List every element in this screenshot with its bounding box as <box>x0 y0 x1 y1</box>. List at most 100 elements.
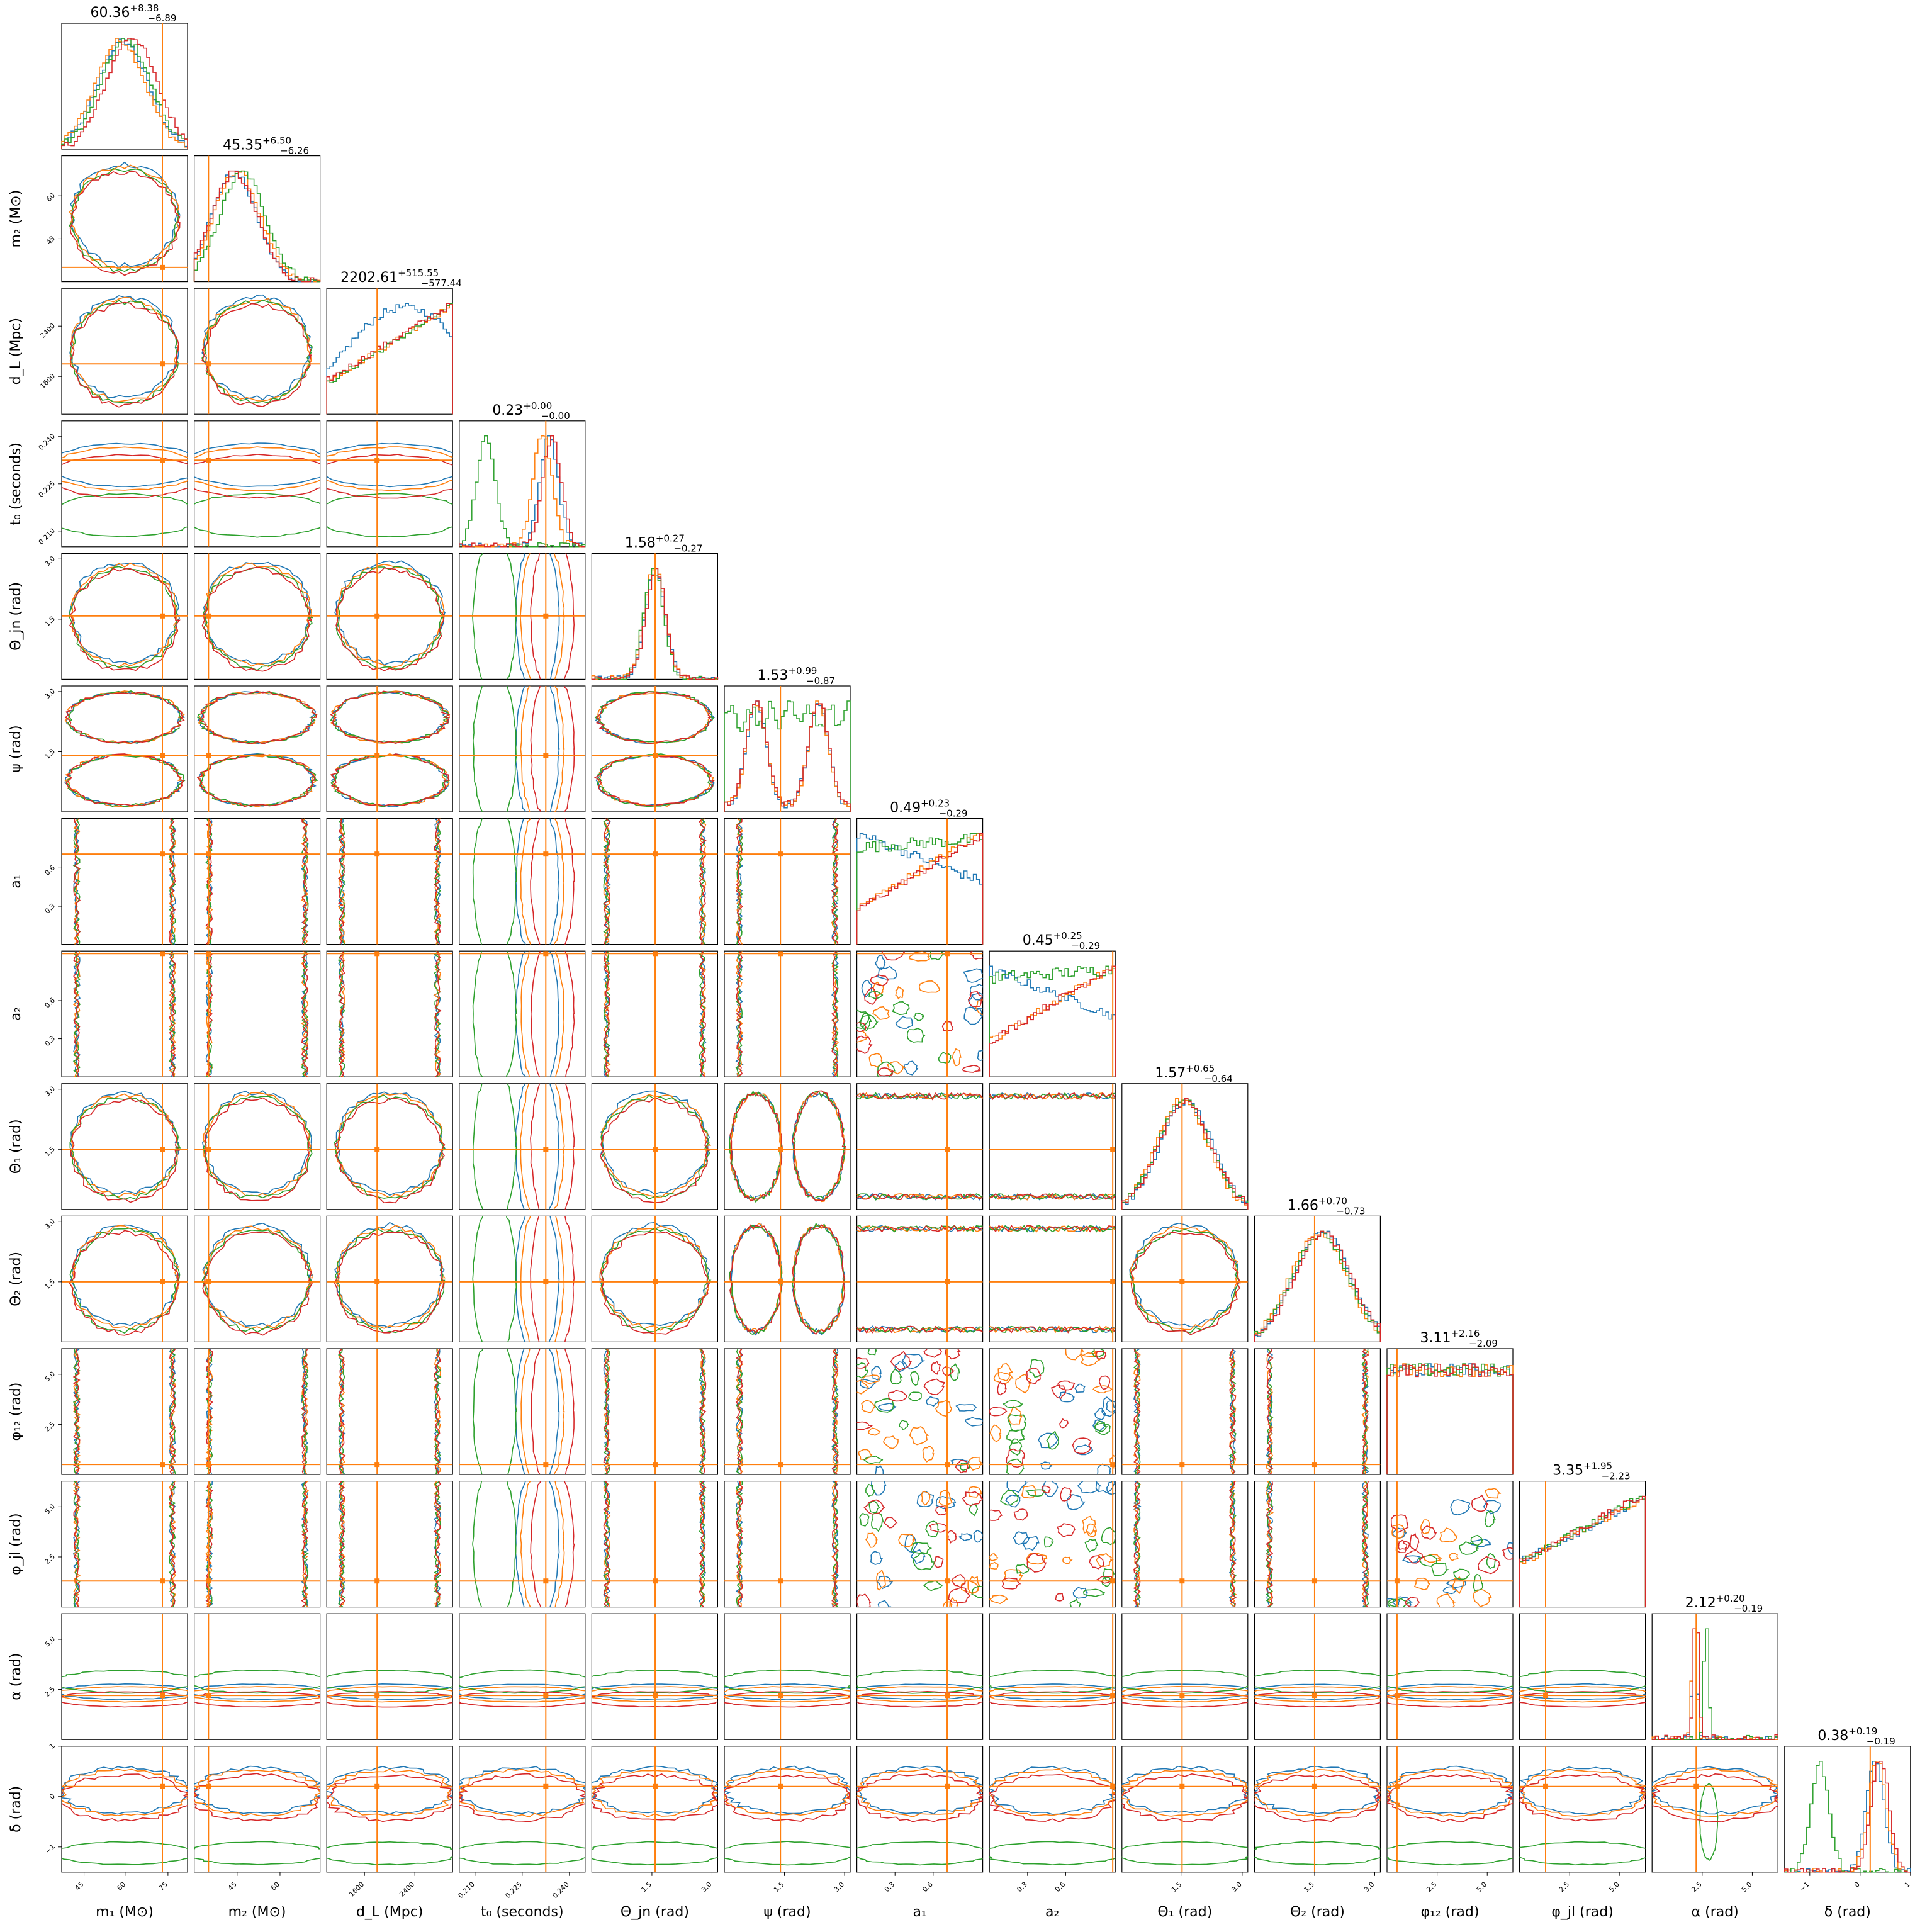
contour-series-1 <box>62 446 188 491</box>
contour-series-0 <box>861 955 983 1076</box>
x-tick-label: 45 <box>74 1880 86 1892</box>
truth-marker <box>1179 1462 1185 1468</box>
panel-frame <box>194 1481 321 1608</box>
panel-t0-a1 <box>459 817 586 945</box>
y-tick-label: 60 <box>45 191 57 203</box>
panel-frame <box>989 1613 1116 1740</box>
x-tick-label: 2.5 <box>1425 1880 1439 1894</box>
y-tick-label: 1.5 <box>43 1278 57 1291</box>
truth-marker <box>160 851 165 857</box>
y-axis-label: a₂ <box>8 1007 24 1021</box>
panel-title-minus: −0.29 <box>1071 940 1100 952</box>
panel-theta_jn-phijl <box>591 1481 719 1608</box>
hist-series-3 <box>459 435 585 548</box>
panel-title: 1.58+0.27 <box>625 532 685 551</box>
panel-frame <box>1254 1613 1381 1740</box>
panel-frame <box>1651 1613 1778 1740</box>
contour-series-0 <box>515 1216 560 1342</box>
panel-m1-theta_jn <box>61 553 188 680</box>
x-tick-label: 0.6 <box>1053 1880 1067 1894</box>
contour-series-3 <box>736 1349 839 1474</box>
truth-marker <box>945 1279 950 1284</box>
contour-series-1 <box>327 446 453 491</box>
truth-marker <box>945 1693 950 1699</box>
x-tick-label: 1.5 <box>772 1880 786 1894</box>
diag-panel-phijl: 3.35+1.95−2.23 <box>1519 1461 1646 1608</box>
panel-title: 1.66+0.70 <box>1288 1195 1347 1213</box>
panel-frame <box>194 950 321 1077</box>
truth-marker <box>206 1783 211 1789</box>
x-tick-label: 1.5 <box>1170 1880 1184 1894</box>
hist-series-2 <box>61 38 188 149</box>
hist-series-0 <box>856 833 984 945</box>
panel-psi-phijl <box>724 1481 851 1608</box>
hist-series-0 <box>724 700 851 812</box>
contour-series-3 <box>338 818 442 945</box>
diag-panel-theta_jn: 1.58+0.27−0.27 <box>591 532 719 680</box>
panel-m1-phi12 <box>61 1348 188 1475</box>
truth-marker <box>653 1783 658 1789</box>
truth-marker <box>1179 1783 1185 1789</box>
panel-frame <box>194 1348 321 1475</box>
diag-panel-m2: 45.35+6.50−6.26 <box>193 135 321 283</box>
panel-frame <box>459 1083 586 1210</box>
y-axis-label: φ_jl (rad) <box>8 1513 24 1575</box>
contour-series-3 <box>603 951 707 1077</box>
contour-series-2 <box>472 553 517 680</box>
panel-frame <box>459 817 586 945</box>
hist-series-0 <box>326 303 453 415</box>
truth-marker <box>778 851 783 857</box>
contour-series-3 <box>856 1491 983 1607</box>
y-tick-label: 0.240 <box>37 432 57 452</box>
contour-series-3 <box>1266 1349 1369 1474</box>
y-tick-label: 45 <box>45 234 57 246</box>
contour-series-1 <box>1254 1768 1381 1817</box>
truth-marker <box>160 951 165 957</box>
panel-phijl-alpha <box>1519 1613 1646 1740</box>
contour-series-2 <box>62 493 188 537</box>
contour-series-0 <box>989 1766 1116 1815</box>
panel-frame <box>61 288 188 415</box>
contour-series-2 <box>472 686 517 812</box>
panel-t0-phi12 <box>459 1348 586 1475</box>
contour-series-2 <box>856 1349 970 1471</box>
panel-frame <box>61 1083 188 1210</box>
contour-series-3 <box>603 1349 707 1474</box>
contour-series-0 <box>459 1683 585 1700</box>
panel-dL-a1 <box>326 817 453 945</box>
panel-frame <box>194 1613 321 1740</box>
panel-frame <box>724 1746 851 1873</box>
panel-dL-theta1 <box>326 1083 453 1210</box>
contour-series-1 <box>459 1768 585 1818</box>
contour-series-2 <box>592 1670 718 1694</box>
contour-series-3 <box>1121 1773 1248 1822</box>
truth-marker <box>374 951 380 957</box>
x-tick-label: 0.3 <box>1015 1880 1029 1894</box>
contour-series-2 <box>603 1349 707 1474</box>
y-axis-label: ψ (rad) <box>8 725 24 772</box>
truth-marker <box>543 1783 549 1789</box>
contour-series-2 <box>203 566 314 671</box>
hist-series-2 <box>989 965 1116 1077</box>
contour-series-1 <box>520 1349 565 1474</box>
contour-series-0 <box>194 442 320 487</box>
truth-marker <box>945 1462 950 1468</box>
truth-marker <box>1394 1693 1400 1699</box>
truth-marker <box>374 753 380 758</box>
y-tick-label: −1 <box>43 1843 57 1856</box>
contour-series-0 <box>1121 1765 1248 1814</box>
contour-series-2 <box>203 1096 313 1199</box>
contour-series-2 <box>69 1098 181 1200</box>
contour-series-3 <box>603 818 707 945</box>
truth-marker <box>1110 1578 1116 1584</box>
hist-series-0 <box>989 965 1116 1077</box>
contour-series-2 <box>856 1225 983 1334</box>
panel-m2-t0 <box>194 420 321 548</box>
contour-series-1 <box>1387 1686 1513 1703</box>
contour-series-3 <box>194 454 320 499</box>
truth-marker <box>374 1462 380 1468</box>
contour-series-1 <box>62 1686 188 1703</box>
panel-frame <box>724 1215 851 1343</box>
contour-series-3 <box>69 568 181 671</box>
panel-title: 3.35+1.95 <box>1553 1461 1612 1479</box>
